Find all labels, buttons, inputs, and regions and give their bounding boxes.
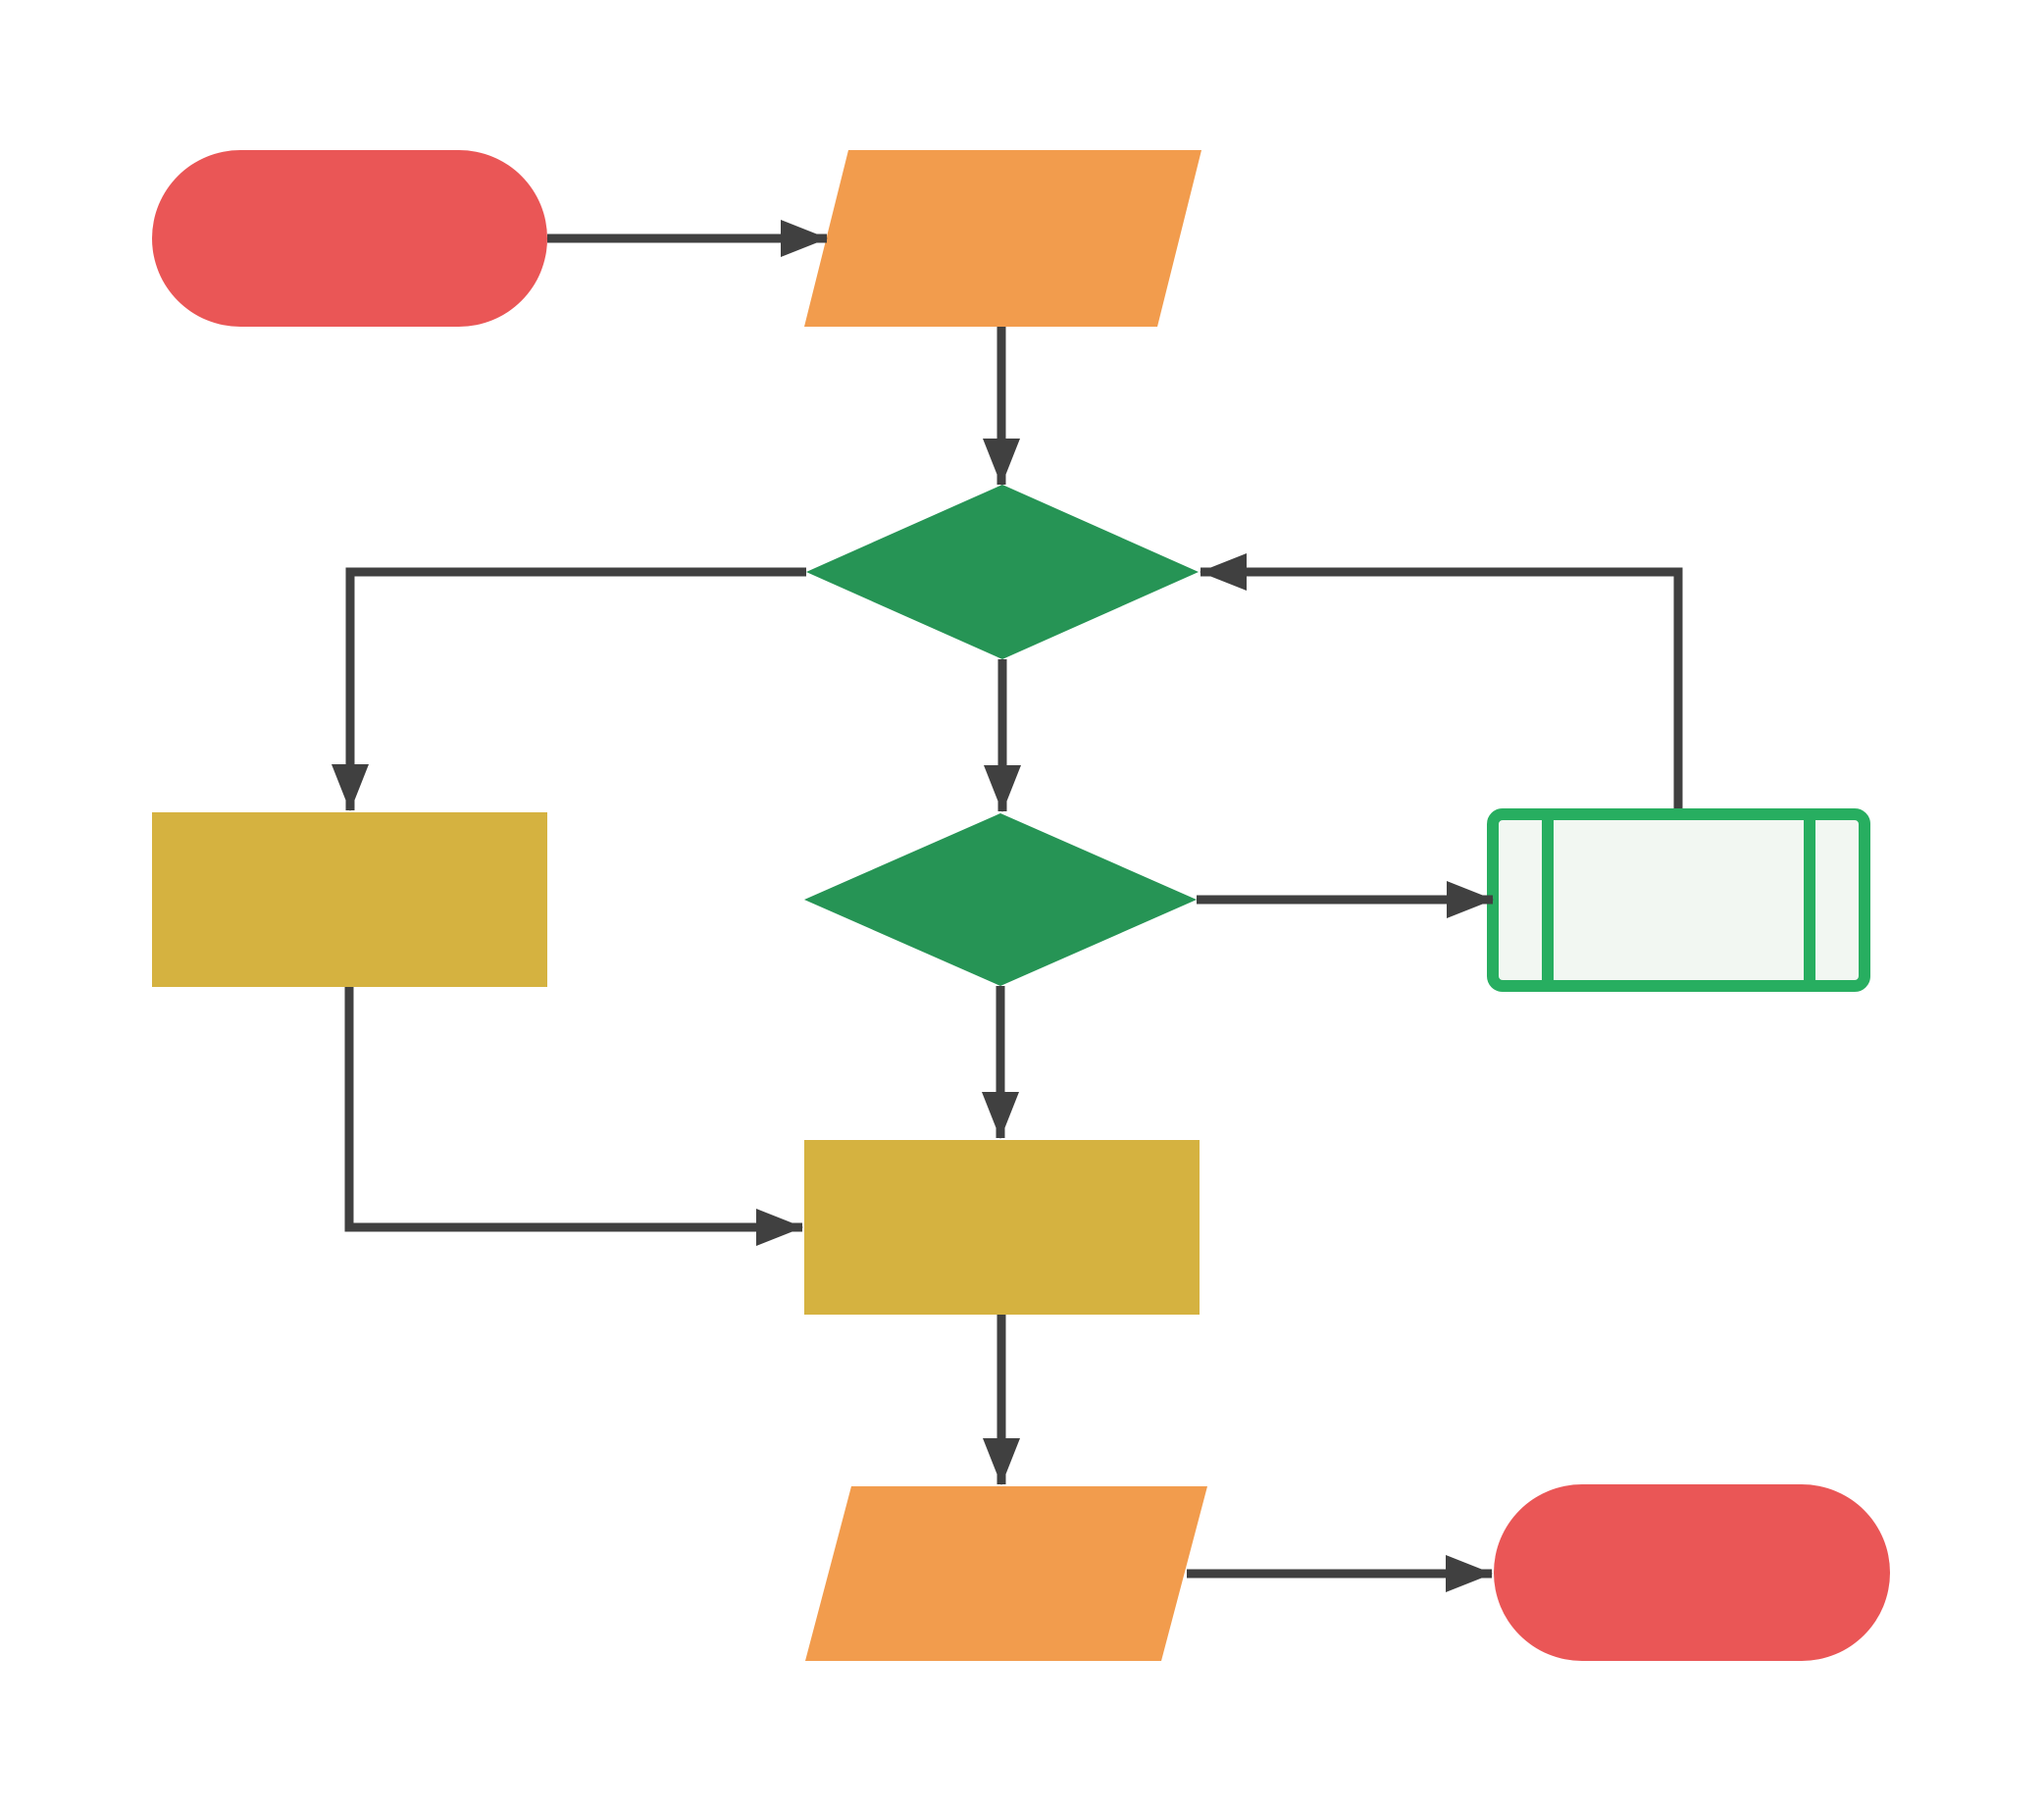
predefined-process-box-node	[1487, 808, 1870, 992]
process-box-center-node	[804, 1140, 1200, 1315]
connector-process-left-to-process-center	[344, 987, 803, 1246]
io-parallelogram-bottom-node	[805, 1486, 1207, 1661]
end-terminator-node	[1494, 1484, 1890, 1661]
process-box-left-node	[152, 812, 547, 987]
decision-diamond-1-node	[806, 485, 1199, 659]
decision-diamond-2-node	[804, 813, 1197, 986]
io-parallelogram-top-node	[804, 150, 1201, 327]
start-terminator-node	[152, 150, 547, 327]
connector-decision-1-to-process-left	[332, 567, 806, 811]
connector-predefined-to-decision-1-loopback	[1200, 553, 1683, 808]
